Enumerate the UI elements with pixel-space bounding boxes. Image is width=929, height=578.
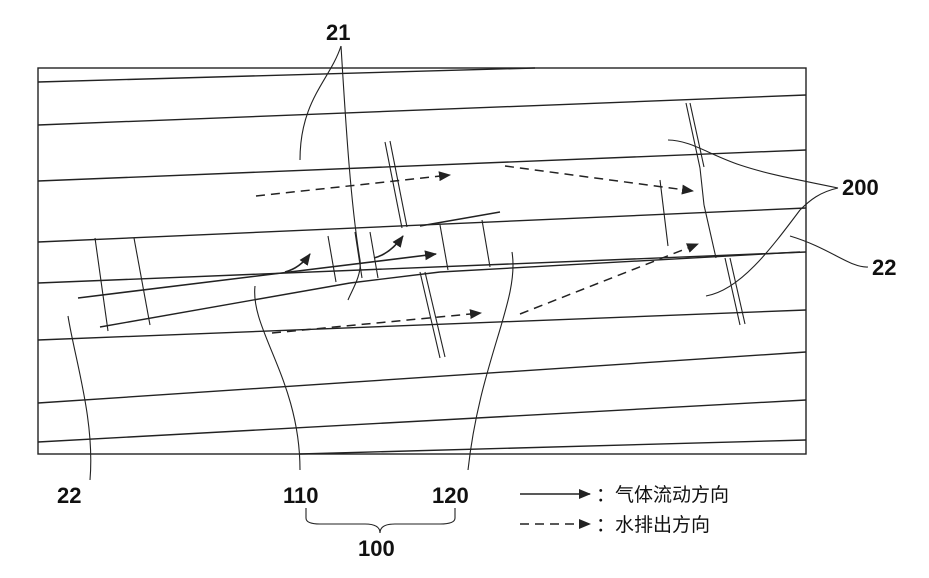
legend-gas-flow-text: ：气体流动方向 [596,484,729,506]
ref-label-21: 21 [326,20,350,45]
ref-label-22-right: 22 [872,255,896,280]
ref-label-200: 200 [842,175,879,200]
ref-label-110: 110 [283,483,319,508]
ref-label-100: 100 [358,536,395,561]
legend-water-discharge-text: ：水排出方向 [596,514,710,536]
ref-label-22-left: 22 [57,483,81,508]
ref-label-120: 120 [432,483,469,508]
water-discharge-arrows [256,166,698,333]
gas-flow-arrows [78,236,436,298]
legend: ：气体流动方向 ：水排出方向 [520,484,729,536]
connector-segments [95,103,745,358]
